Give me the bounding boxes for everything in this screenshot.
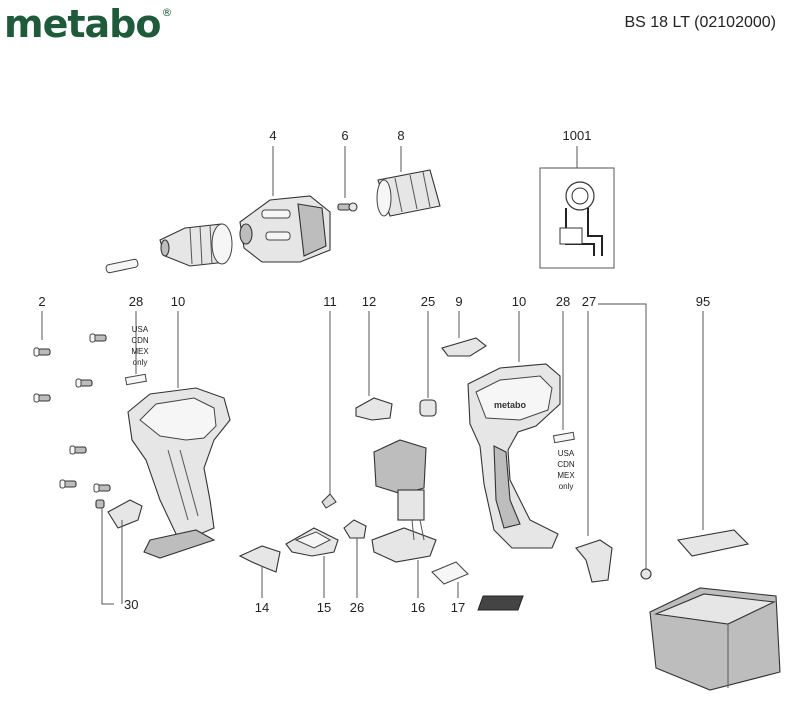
small-part-26 bbox=[343, 519, 367, 539]
label-plate-left bbox=[124, 373, 147, 386]
bit-part bbox=[105, 258, 139, 274]
screw-6 bbox=[337, 202, 358, 212]
housing-brand-mark: metabo bbox=[494, 400, 527, 410]
label-26: 26 bbox=[350, 600, 364, 615]
housing-right: metabo bbox=[467, 363, 561, 549]
label-25: 25 bbox=[421, 294, 435, 309]
motor-part bbox=[376, 169, 441, 217]
label-28-right: 28 bbox=[556, 294, 570, 309]
label-6: 6 bbox=[341, 128, 348, 143]
model-title: BS 18 LT (02102000) bbox=[624, 14, 776, 31]
label-11: 11 bbox=[323, 294, 337, 309]
belt-hook-part-27 bbox=[575, 539, 613, 583]
label-10-left: 10 bbox=[171, 294, 185, 309]
label-plate-right bbox=[552, 431, 575, 444]
spring-part-11 bbox=[321, 493, 337, 509]
battery-pack bbox=[477, 587, 781, 691]
note-left-3: MEX bbox=[131, 347, 149, 356]
leader-27 bbox=[598, 303, 647, 570]
label-9: 9 bbox=[455, 294, 462, 309]
leader-30 bbox=[101, 508, 114, 605]
label-28-left: 28 bbox=[129, 294, 143, 309]
registered-mark: ® bbox=[161, 6, 172, 19]
plate-part-95 bbox=[676, 529, 750, 557]
gearbox-part bbox=[239, 195, 331, 263]
wiring-diagram-1001 bbox=[539, 167, 615, 269]
note-left-4: only bbox=[133, 358, 148, 367]
label-12: 12 bbox=[362, 294, 376, 309]
switch-part-16 bbox=[371, 439, 437, 563]
label-95: 95 bbox=[696, 294, 710, 309]
housing-left bbox=[127, 387, 231, 559]
label-30: 30 bbox=[124, 597, 138, 612]
label-10-right: 10 bbox=[512, 294, 526, 309]
plate-part-15 bbox=[285, 527, 339, 557]
label-8: 8 bbox=[397, 128, 404, 143]
label-15: 15 bbox=[317, 600, 331, 615]
screw-set-left bbox=[33, 333, 111, 493]
label-27: 27 bbox=[582, 294, 596, 309]
chuck-part bbox=[159, 223, 233, 267]
label-1001: 1001 bbox=[563, 128, 592, 143]
brand-name: metabo bbox=[4, 2, 161, 46]
screw-part-27 bbox=[640, 568, 652, 580]
note-left-2: CDN bbox=[131, 336, 149, 345]
label-4: 4 bbox=[269, 128, 276, 143]
slider-part-12 bbox=[355, 397, 393, 421]
label-16: 16 bbox=[411, 600, 425, 615]
label-14: 14 bbox=[255, 600, 269, 615]
button-part-9 bbox=[441, 337, 487, 357]
lever-part-30 bbox=[95, 499, 143, 529]
label-17: 17 bbox=[451, 600, 465, 615]
note-right-1: USA bbox=[558, 449, 575, 458]
metabo-logo: metabo® bbox=[4, 2, 172, 46]
note-left-1: USA bbox=[132, 325, 149, 334]
note-right-4: only bbox=[559, 482, 574, 491]
note-right-2: CDN bbox=[557, 460, 575, 469]
label-2: 2 bbox=[38, 294, 45, 309]
lock-part-14 bbox=[238, 545, 281, 573]
plate-part-17 bbox=[431, 561, 469, 585]
sleeve-part-25 bbox=[419, 399, 437, 417]
note-right-3: MEX bbox=[557, 471, 575, 480]
